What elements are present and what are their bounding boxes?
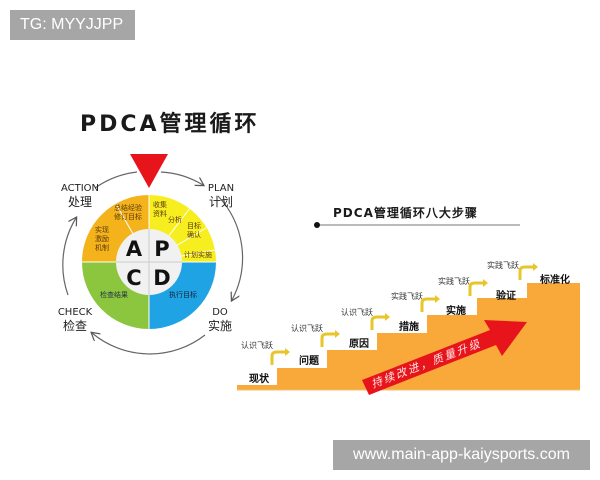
letter-c: C <box>126 266 141 290</box>
phase-plan-en: PLAN <box>208 183 234 194</box>
pdca-cycle-title: PDCA管理循环 <box>80 111 260 137</box>
step-5-label: 实施 <box>446 304 466 317</box>
phase-do-en: DO <box>212 307 228 318</box>
letter-a: A <box>126 237 143 261</box>
phase-plan-zh: 计划 <box>209 195 233 209</box>
plan-segment-target-1: 目标 <box>187 221 201 230</box>
cycle-arrows <box>62 171 244 355</box>
steps-title: PDCA管理循环八大步骤 <box>333 205 478 220</box>
phase-check-zh: 检查 <box>63 318 87 333</box>
action-segment-summary-1: 总结经验 <box>114 203 142 212</box>
staircase <box>237 283 580 390</box>
action-segment-incentive-3: 机制 <box>95 243 109 252</box>
step-3-label: 原因 <box>349 338 369 350</box>
step-4-label: 措施 <box>399 320 419 333</box>
title-bullet-icon <box>314 222 320 228</box>
step-4-caption: 认识飞跃 <box>341 307 373 317</box>
do-segment-execute: 执行目标 <box>169 290 197 299</box>
phase-check-en: CHECK <box>58 307 93 318</box>
plan-segment-collect-1: 收集 <box>153 200 167 209</box>
letter-d: D <box>153 266 170 290</box>
phase-action-en: ACTION <box>61 183 99 194</box>
watermark-bottom: www.main-app-kaiysports.com <box>333 440 590 470</box>
step-2-label: 问题 <box>299 354 320 367</box>
plan-segment-collect-2: 资料 <box>153 209 167 218</box>
step-7-label: 标准化 <box>539 273 570 286</box>
plan-segment-target-2: 确认 <box>187 230 201 239</box>
letter-p: P <box>154 237 169 261</box>
plan-segment-analyze: 分析 <box>168 215 182 224</box>
step-5-caption: 实践飞跃 <box>391 291 423 301</box>
action-segment-incentive-1: 实现 <box>95 225 109 234</box>
action-segment-summary-2: 修订目标 <box>114 212 142 221</box>
step-arrows <box>270 265 533 365</box>
top-arrow-icon <box>130 154 168 188</box>
watermark-top: TG: MYYJJPP <box>10 10 135 40</box>
step-2-caption: 认识飞跃 <box>241 340 273 350</box>
action-segment-incentive-2: 激励 <box>95 234 109 243</box>
check-segment-result: 检查结果 <box>100 290 128 299</box>
step-6-caption: 实践飞跃 <box>438 276 470 286</box>
step-1-label: 现状 <box>249 372 270 385</box>
pdca-wheel <box>82 195 216 329</box>
plan-segment-implement: 计划实施 <box>184 250 212 259</box>
step-7-caption: 实践飞跃 <box>487 260 519 270</box>
step-6-label: 验证 <box>496 289 516 302</box>
phase-action-zh: 处理 <box>68 195 92 209</box>
phase-do-zh: 实施 <box>208 318 232 333</box>
step-3-caption: 认识飞跃 <box>291 323 323 333</box>
